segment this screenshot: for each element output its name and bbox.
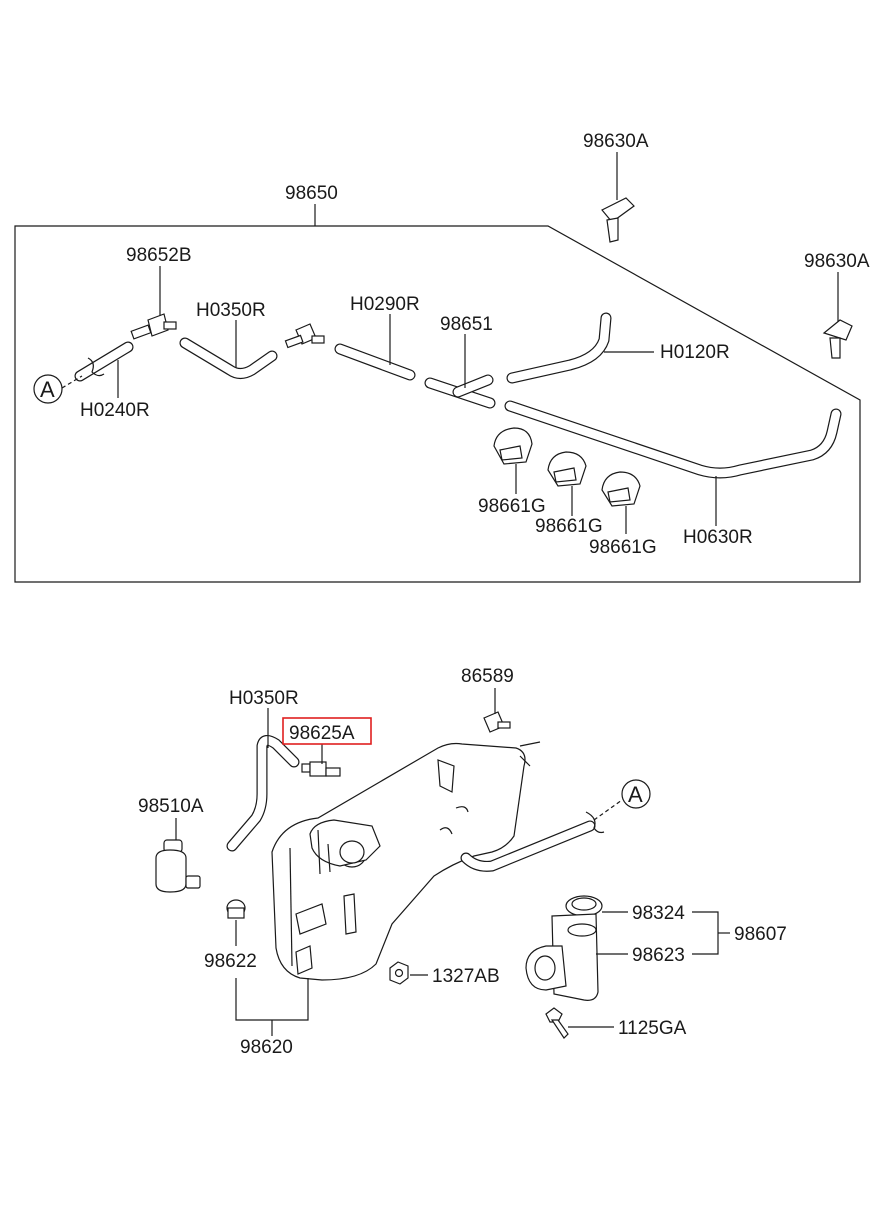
label-hose-h0630r: H0630R (683, 527, 753, 548)
label-nut-1327ab: 1327AB (432, 966, 500, 987)
washer-reservoir-98620-icon (271, 741, 541, 981)
grommet-98622-icon (226, 899, 246, 919)
connector-98652b-icon (130, 313, 177, 340)
label-hose-h0350r-bottom: H0350R (229, 688, 299, 709)
label-nozzle-right: 98630A (804, 251, 870, 272)
label-hose-h0290r: H0290R (350, 294, 420, 315)
label-clip-3: 98661G (589, 537, 657, 558)
assembly-boundary (14, 225, 861, 583)
screw-86589-icon (483, 711, 511, 733)
label-hose-h0350r-top: H0350R (196, 300, 266, 321)
hose-h0350r-top (179, 337, 278, 379)
hose-h0350r-bottom (226, 735, 300, 852)
label-group-98607: 98607 (734, 924, 787, 945)
hose-h0630r (504, 400, 842, 479)
bolt-1125ga-icon (545, 1007, 569, 1039)
clip-3-icon (601, 471, 641, 507)
t-connector-98651-icon (424, 374, 496, 409)
pump-motor-98510a-icon (155, 839, 201, 893)
label-motor-98510a: 98510A (138, 796, 204, 817)
label-connector-b: 98652B (126, 245, 192, 266)
label-nozzle-top: 98630A (583, 131, 649, 152)
label-pipe-98623: 98623 (632, 945, 685, 966)
label-clip-1: 98661G (478, 496, 546, 517)
nut-1327ab-icon (389, 961, 409, 985)
hose-to-ref-a-bottom (460, 811, 605, 872)
connector-small-icon (284, 323, 325, 349)
label-valve-98625a: 98625A (289, 723, 355, 744)
label-grommet-98622: 98622 (204, 951, 257, 972)
clip-2-icon (547, 451, 587, 487)
check-valve-98625a-icon (301, 761, 341, 777)
clip-1-icon (493, 427, 533, 465)
label-hose-h0120r: H0120R (660, 342, 730, 363)
label-ref-a-top: A (40, 377, 55, 402)
label-bolt-1125ga: 1125GA (618, 1018, 687, 1039)
nozzle-right-icon (822, 319, 853, 359)
hose-h0120r (506, 312, 612, 384)
reference-a-bottom-icon (621, 779, 651, 809)
label-clip-2: 98661G (535, 516, 603, 537)
label-screw-86589: 86589 (461, 666, 514, 687)
reference-a-top-icon (33, 374, 63, 404)
label-hose-h0240r: H0240R (80, 400, 150, 421)
label-grommet-98324: 98324 (632, 903, 685, 924)
hose-h0240r (74, 341, 134, 382)
label-assembly: 98650 (285, 183, 338, 204)
label-ref-a-bottom: A (628, 782, 643, 807)
label-connector-98651: 98651 (440, 314, 493, 335)
nozzle-top-icon (601, 197, 635, 243)
highlight-box-98625a (282, 717, 372, 745)
filler-pipe-98623-icon (525, 895, 603, 1001)
label-reservoir-98620: 98620 (240, 1037, 293, 1058)
hose-h0290r (334, 343, 416, 381)
